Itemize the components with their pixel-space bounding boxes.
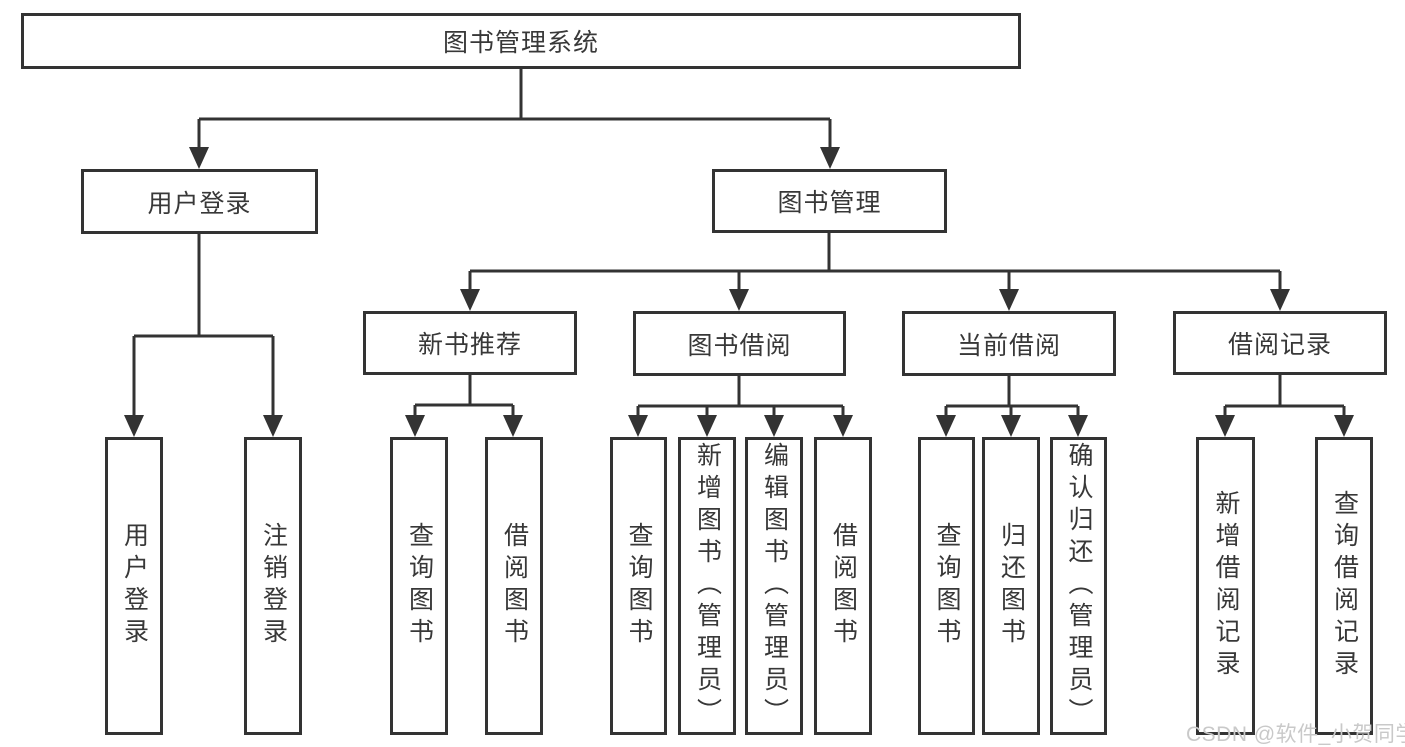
leaf-add-borrow-record: 新增借阅记录 [1196, 437, 1255, 735]
node-user-login: 用户登录 [81, 169, 318, 234]
node-label: 用户登录 [147, 189, 252, 218]
node-current-borrow: 当前借阅 [902, 311, 1116, 376]
node-label: 新增图书（管理员） [693, 442, 722, 730]
leaf-user-login: 用户登录 [105, 437, 163, 735]
node-label: 新书推荐 [417, 331, 522, 359]
leaf-add-book-admin: 新增图书（管理员） [678, 437, 736, 735]
node-label: 图书管理 [777, 189, 882, 217]
node-label: 借阅图书 [500, 522, 529, 650]
leaf-edit-book-admin: 编辑图书（管理员） [745, 437, 803, 735]
node-label: 查询图书 [933, 522, 961, 650]
node-label: 确认归还（管理员） [1065, 442, 1093, 730]
node-label: 图书管理系统 [442, 29, 599, 57]
node-label: 归还图书 [997, 522, 1026, 650]
node-book-management: 图书管理 [712, 169, 947, 233]
node-label: 新增借阅记录 [1212, 490, 1240, 682]
node-label: 注销登录 [259, 522, 288, 650]
node-label: 编辑图书（管理员） [760, 442, 789, 730]
node-label: 借阅记录 [1227, 331, 1332, 359]
node-label: 查询借阅记录 [1330, 490, 1359, 682]
leaf-query-books-recommend: 查询图书 [390, 437, 448, 735]
node-label: 图书借阅 [687, 331, 792, 360]
node-label: 查询图书 [405, 522, 434, 650]
node-borrow-records: 借阅记录 [1173, 311, 1387, 375]
node-book-borrow: 图书借阅 [633, 311, 846, 376]
csdn-watermark: CSDN @软件_小贺同学 [1186, 723, 1405, 746]
leaf-confirm-return-admin: 确认归还（管理员） [1050, 437, 1107, 735]
node-label: 用户登录 [120, 522, 149, 650]
node-label: 借阅图书 [829, 522, 858, 650]
leaf-query-books-current: 查询图书 [918, 437, 975, 735]
leaf-borrow-books-recommend: 借阅图书 [485, 437, 543, 735]
leaf-return-books: 归还图书 [982, 437, 1040, 735]
leaf-query-books-borrow: 查询图书 [610, 437, 667, 735]
leaf-borrow-books: 借阅图书 [814, 437, 872, 735]
leaf-logout: 注销登录 [244, 437, 302, 735]
leaf-query-borrow-record: 查询借阅记录 [1315, 437, 1373, 735]
node-new-book-recommend: 新书推荐 [363, 311, 577, 375]
node-label: 当前借阅 [956, 331, 1061, 360]
node-root: 图书管理系统 [21, 13, 1021, 69]
node-label: 查询图书 [625, 522, 653, 650]
